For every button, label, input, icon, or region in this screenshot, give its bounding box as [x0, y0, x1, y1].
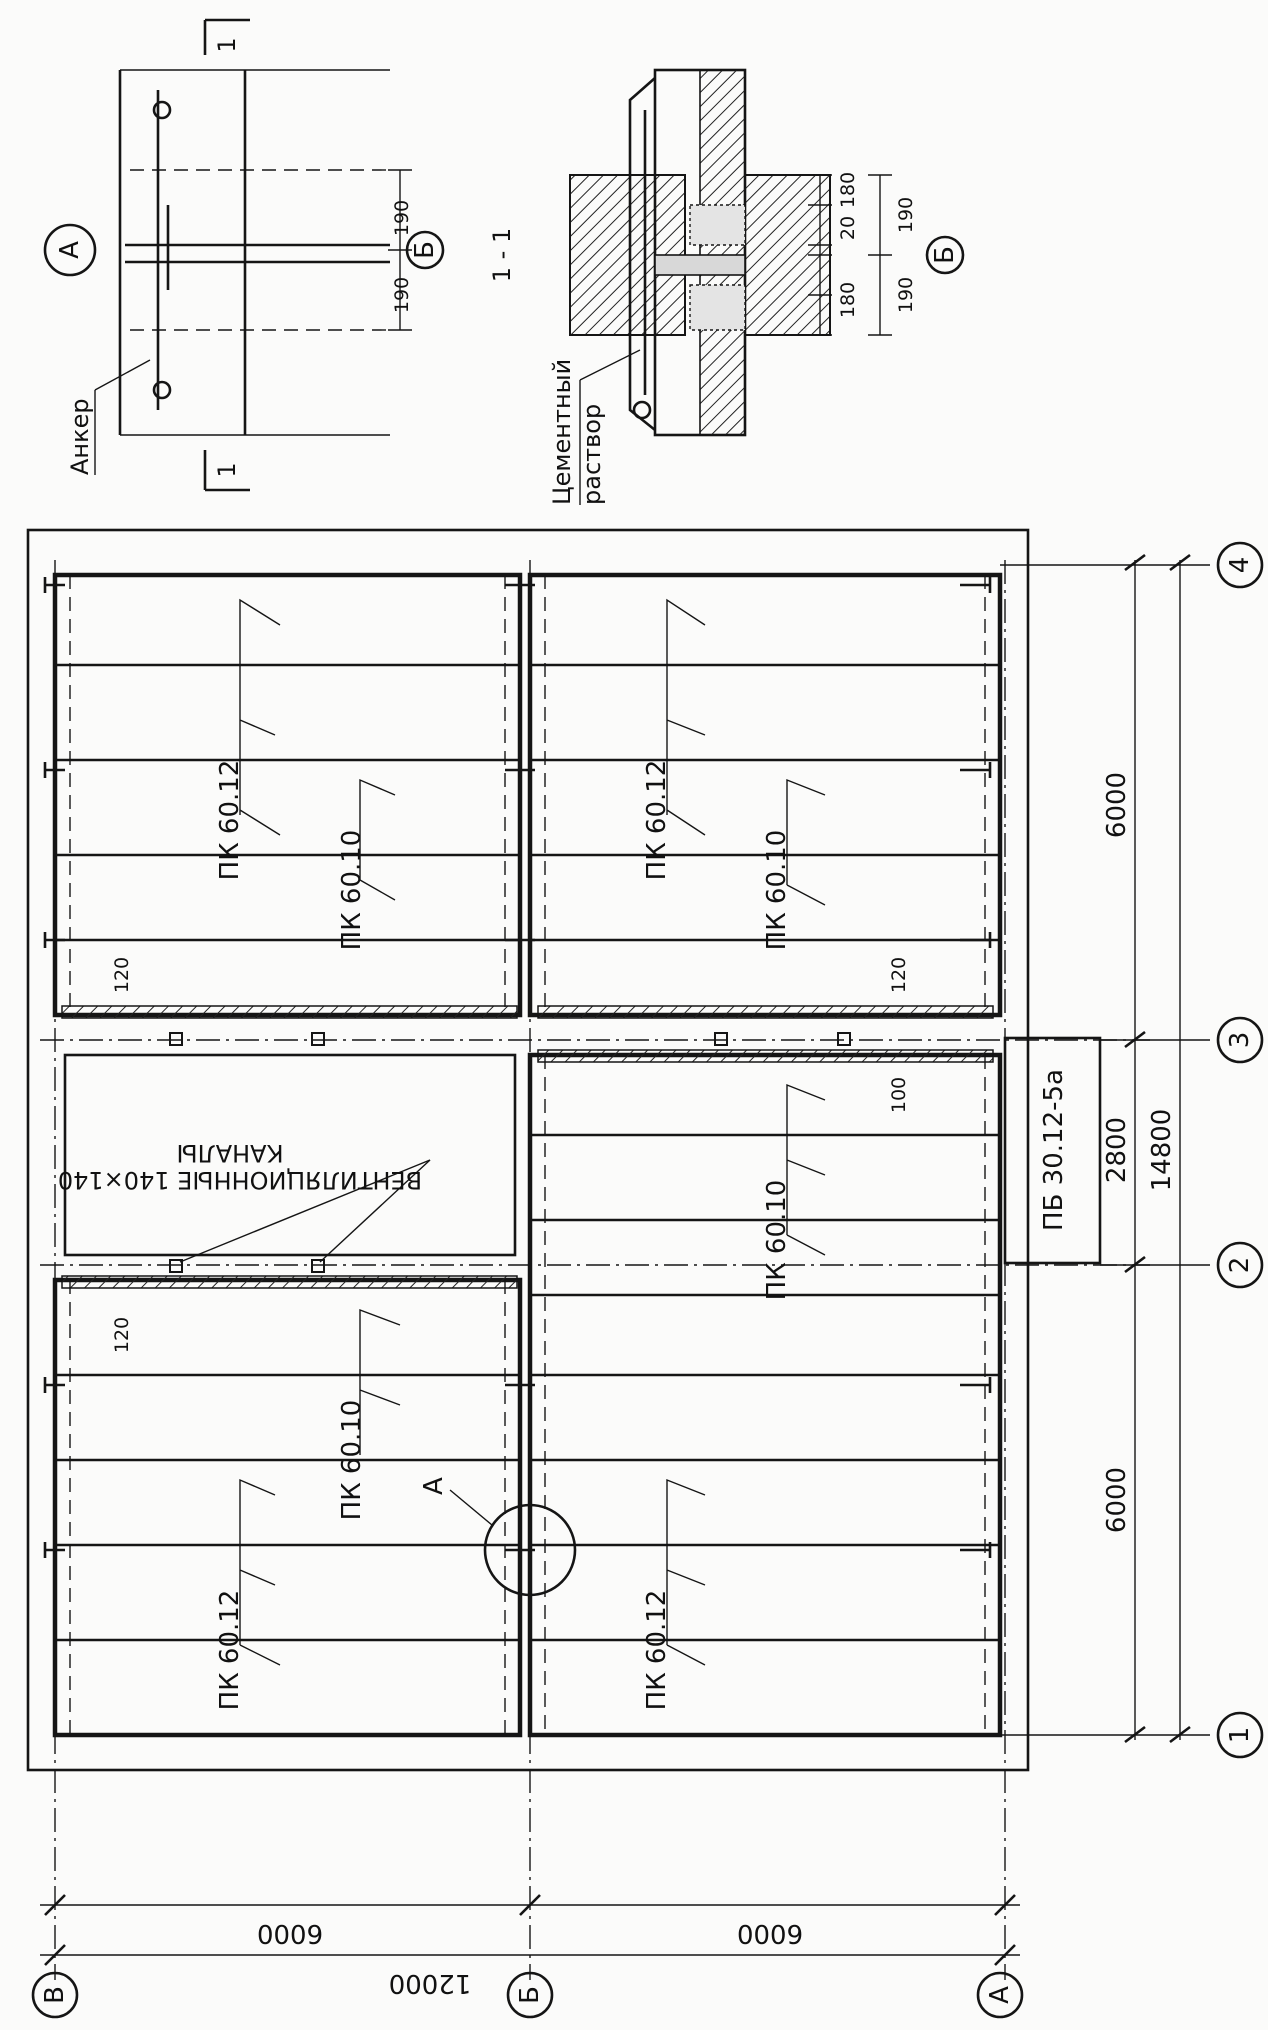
detail-a-axis-label: Б [410, 241, 440, 259]
detail-a-circle [43, 223, 97, 277]
callout-a-label: А [419, 1477, 449, 1495]
duct-square-icon [311, 1259, 325, 1273]
section-dim-20: 20 [837, 216, 859, 240]
mortar-label-line1: Цементный [548, 359, 576, 505]
duct-square-icon [311, 1032, 325, 1046]
section-dim-180: 180 [837, 172, 859, 208]
dim-2800: 2800 [1102, 1117, 1132, 1183]
axis-bubble-b [506, 1971, 554, 2019]
section-1-1: 1 - 1 180 20 180 190 190 Б Цементный рас… [488, 68, 965, 505]
axis-bubble-1 [1216, 1711, 1264, 1759]
cut-mark-bottom: 1 [213, 462, 241, 477]
dim-6000-right: 6000 [737, 1918, 803, 1948]
dim-6000-bottom: 6000 [1102, 1467, 1132, 1533]
cut-mark-top: 1 [213, 37, 241, 52]
axis-label-3: 3 [1225, 1032, 1255, 1049]
axis-label-2: 2 [1225, 1257, 1255, 1274]
section-dim-190: 190 [895, 197, 917, 233]
duct-label-line1: КАНАЛЫ [176, 1139, 283, 1167]
duct-label-line2: ВЕНТИЛЯЦИОННЫЕ 140×140 [58, 1166, 422, 1194]
section-anchor-loop-icon [632, 400, 652, 420]
ventilation-duct-zone [63, 1053, 517, 1257]
right-axis-bubbles: 4 3 2 1 [1216, 541, 1264, 1759]
section-dim-180: 180 [837, 282, 859, 318]
dim-6000-top: 6000 [1102, 772, 1132, 838]
detail-a: 190 190 Б А 1 1 Анкер [43, 18, 445, 492]
dim-12000: 12000 [389, 1968, 472, 1998]
dim-14800: 14800 [1147, 1109, 1177, 1192]
axis-bubble-3 [1216, 1016, 1264, 1064]
slab-mark-pk6010: ПК 60.10 [337, 830, 367, 951]
detail-a-dim-190: 190 [391, 277, 413, 313]
duct-square-icon [837, 1032, 851, 1046]
beam-pb [1003, 1036, 1102, 1265]
slab-mark-pk6010: ПК 60.10 [337, 1400, 367, 1521]
detail-a-circle-label: А [55, 241, 85, 259]
slab-block-top-left [52, 572, 523, 1018]
beam-label: ПБ 30.12-5а [1039, 1069, 1069, 1231]
anchor-label: Анкер [66, 398, 94, 475]
axis-label-b: Б [515, 1986, 545, 2004]
section-axis-label: Б [930, 246, 960, 264]
right-dimension-chain: 6000 2800 6000 14800 [1000, 553, 1210, 1744]
bottom-axis-bubbles: В Б А [31, 1971, 1024, 2019]
section-axis-circle [925, 235, 965, 275]
section-title: 1 - 1 [488, 228, 516, 282]
anchor-ticks [43, 577, 992, 1558]
dim-120-top-left: 120 [111, 957, 133, 993]
axis-bubble-v [31, 1971, 79, 2019]
callout-a-circle [483, 1503, 577, 1597]
anchor-loop-icon [152, 100, 172, 120]
slab-block-bottom-right [527, 1052, 1003, 1738]
detail-a-axis-circle [405, 230, 445, 270]
main-plan: КАНАЛЫ ВЕНТИЛЯЦИОННЫЕ 140×140 [26, 528, 1264, 2019]
section-dim-190: 190 [895, 277, 917, 313]
dim-120-top-right: 120 [888, 957, 910, 993]
duct-square-icon [714, 1032, 728, 1046]
detail-a-dim-190: 190 [391, 200, 413, 236]
axis-bubble-2 [1216, 1241, 1264, 1289]
mortar-label-line2: раствор [578, 404, 606, 505]
leader-lines [239, 598, 826, 1666]
slab-marks: ПК 60.12 ПК 60.10 ПК 60.12 ПК 60.10 ПК 6… [215, 760, 792, 1711]
outer-wall [26, 528, 1030, 1772]
dim-100: 100 [888, 1077, 910, 1113]
axis-bubble-4 [1216, 541, 1264, 589]
axis-label-4: 4 [1225, 557, 1255, 574]
anchor-loop-icon [152, 380, 172, 400]
axis-bubble-a [976, 1971, 1024, 2019]
bottom-dimension-chain: 6000 6000 12000 [40, 1894, 1020, 1998]
duct-square-icon [169, 1259, 183, 1273]
dim-6000-left: 6000 [257, 1918, 323, 1948]
axis-label-1: 1 [1225, 1727, 1255, 1744]
dim-120-bottom-left: 120 [111, 1317, 133, 1353]
duct-square-icon [169, 1032, 183, 1046]
axis-label-v: В [40, 1986, 70, 2004]
axis-label-a: А [985, 1986, 1015, 2004]
